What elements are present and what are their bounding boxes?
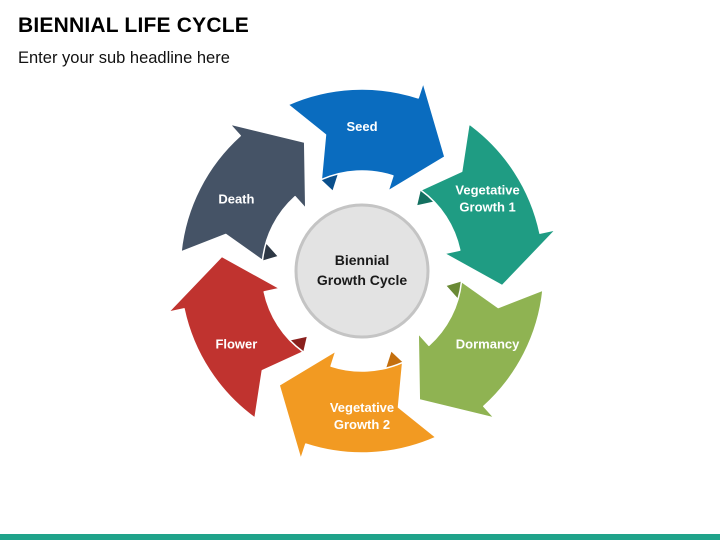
stage-body-3 [417, 280, 544, 419]
stage-label-2-line1: Vegetative [455, 183, 519, 198]
stage-body-6 [180, 123, 307, 262]
stage-label-4-line1: Vegetative [330, 400, 394, 415]
stage-arrow-5: Flower [167, 255, 307, 419]
stage-fold-5 [290, 336, 307, 352]
stage-body-4 [278, 350, 437, 461]
stage-label-5-line1: Flower [215, 337, 257, 352]
center-label-line2: Growth Cycle [317, 272, 407, 288]
stage-fold-2 [417, 190, 434, 206]
stage-arrow-6: Death [180, 123, 307, 262]
stage-fold-3 [446, 281, 462, 299]
center-disc [294, 203, 430, 339]
stage-fold-6 [262, 243, 278, 261]
stage-arrow-3: Dormancy [417, 280, 544, 419]
stage-label-6-line1: Death [218, 192, 254, 207]
bottom-accent-bar [0, 534, 720, 540]
stage-label-3-line1: Dormancy [456, 337, 520, 352]
slide-subtitle: Enter your sub headline here [18, 49, 230, 67]
center-label-line1: Biennial [335, 252, 389, 268]
stage-body-1 [287, 81, 446, 192]
stage-body-2 [420, 123, 557, 287]
stage-arrow-1: Seed [287, 81, 446, 192]
center-circle: Biennial Growth Cycle [294, 203, 430, 339]
stage-label-2-line2: Growth 1 [459, 200, 515, 215]
slide-title: BIENNIAL LIFE CYCLE [18, 14, 249, 37]
stage-body-5 [167, 255, 304, 419]
stage-label-1-line1: Seed [346, 119, 377, 134]
stage-label-4-line2: Growth 2 [334, 417, 390, 432]
